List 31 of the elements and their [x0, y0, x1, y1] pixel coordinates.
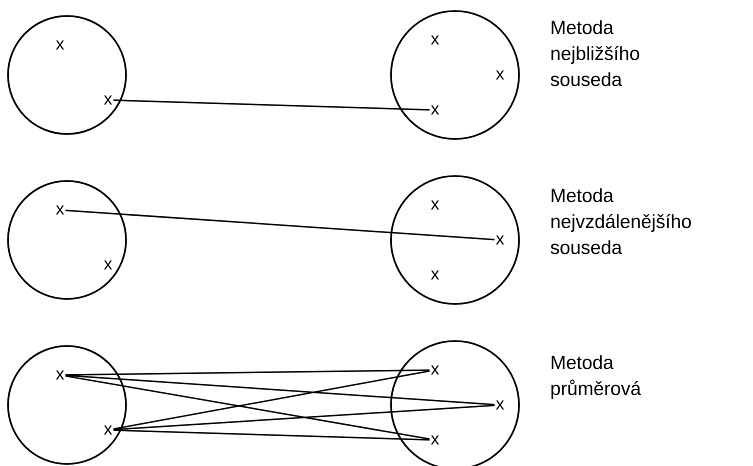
x-mark: x	[430, 106, 440, 114]
circle	[7, 345, 127, 465]
connecting-line	[113, 429, 430, 441]
circle	[390, 10, 520, 140]
x-mark: x	[496, 236, 504, 244]
circle	[390, 175, 520, 305]
x-mark: x	[430, 36, 440, 44]
x-mark: x	[104, 426, 112, 434]
connecting-line	[65, 374, 495, 406]
x-mark: x	[56, 206, 64, 214]
x-mark: x	[104, 96, 112, 104]
connecting-line	[113, 99, 430, 111]
circle	[7, 180, 127, 300]
x-mark: x	[430, 436, 440, 444]
method-label: Metoda nejbližšího souseda	[550, 20, 640, 86]
connecting-line	[65, 210, 495, 240]
x-mark: x	[56, 370, 64, 380]
x-mark: x	[430, 366, 440, 374]
x-mark: x	[104, 260, 112, 270]
method-label: Metoda průměrová	[551, 355, 641, 399]
connecting-line	[113, 404, 495, 430]
connecting-line	[65, 375, 430, 440]
x-mark: x	[496, 400, 504, 410]
connecting-line	[113, 370, 430, 430]
method-label: Metoda nejvzdálenějšího souseda	[550, 188, 691, 254]
x-mark: x	[496, 70, 504, 80]
connecting-line	[65, 369, 430, 376]
x-mark: x	[430, 200, 440, 210]
x-mark: x	[430, 270, 440, 280]
circle	[7, 15, 127, 135]
x-mark: x	[56, 40, 64, 50]
